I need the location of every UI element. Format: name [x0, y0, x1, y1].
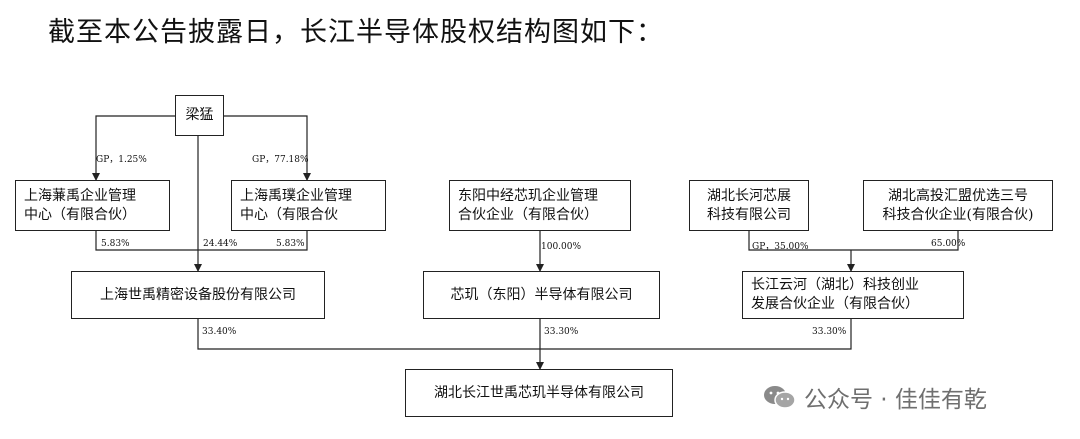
edge-sy-target [197, 319, 852, 350]
watermark: 公众号 · 佳佳有乾 [762, 380, 987, 414]
watermark-text: 公众号 · 佳佳有乾 [804, 387, 987, 413]
label-100: 100.00% [541, 242, 582, 252]
label-gp-77-18: GP，77.18% [252, 155, 309, 165]
node-liang-meng: 梁猛 [175, 95, 224, 136]
node-xinji-dongyang: 芯玑（东阳）半导体有限公司 [423, 271, 660, 319]
node-shanghai-jianyu: 上海蒹禹企业管理 中心（有限合伙） [15, 180, 170, 231]
node-shanghai-shiyu: 上海世禹精密设备股份有限公司 [71, 271, 325, 319]
label-gp-35: GP，35.00% [752, 242, 809, 252]
label-33-40: 33.40% [202, 327, 237, 337]
node-shanghai-yupu: 上海禹璞企业管理 中心（有限合伙 [231, 180, 386, 231]
node-target-company: 湖北长江世禹芯玑半导体有限公司 [405, 369, 673, 417]
edge-hcx-cjy [748, 231, 959, 251]
wechat-icon [764, 386, 796, 409]
label-65: 65.00% [931, 239, 966, 249]
node-hubei-changhe: 湖北长河芯展 科技有限公司 [689, 180, 809, 231]
label-33-30-center: 33.30% [544, 327, 579, 337]
edge-lm-yp [224, 115, 311, 181]
label-gp-1-25: GP，1.25% [96, 155, 147, 165]
label-33-30-right: 33.30% [812, 327, 847, 337]
node-changjiang-yunhe: 长江云河（湖北）科技创业 发展合伙企业（有限合伙） [742, 271, 964, 319]
node-dongyang-zhongjing: 东阳中经芯玑企业管理 合伙企业（有限合伙） [449, 180, 631, 231]
label-5-83-left: 5.83% [101, 239, 130, 249]
label-5-83-right: 5.83% [276, 239, 305, 249]
edge-jy-sy [95, 231, 308, 251]
edge-lm-jy [92, 115, 175, 181]
label-24-44: 24.44% [203, 239, 238, 249]
node-hubei-gaotou: 湖北高投汇盟优选三号 科技合伙企业(有限合伙) [863, 180, 1053, 231]
page-title: 截至本公告披露日，长江半导体股权结构图如下： [48, 17, 664, 48]
